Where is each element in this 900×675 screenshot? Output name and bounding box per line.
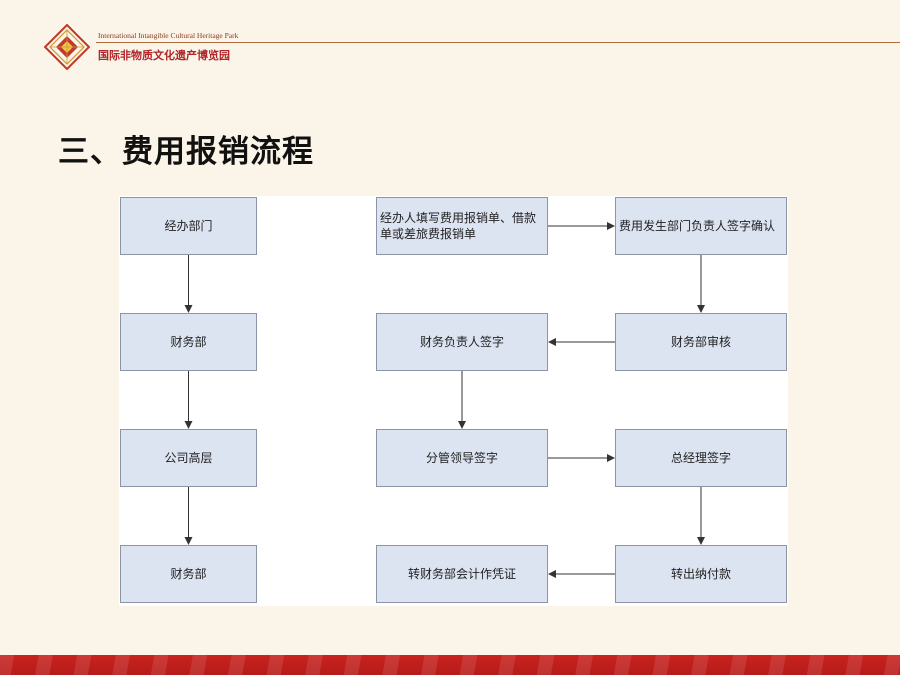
flow-node-division-leader-sign: 分管领导签字 [376, 429, 548, 487]
flow-node-finance-dept-final: 财务部 [120, 545, 257, 603]
flowchart-canvas: 经办部门 财务部 公司高层 财务部 经办人填写费用报销单、借款单或差旅费报销单 … [119, 196, 788, 606]
flow-node-fill-forms: 经办人填写费用报销单、借款单或差旅费报销单 [376, 197, 548, 255]
park-name-english: International Intangible Cultural Herita… [98, 31, 239, 40]
flow-node-finance-head-sign: 财务负责人签字 [376, 313, 548, 371]
footer-band [0, 655, 900, 675]
slide-title: 三、费用报销流程 [58, 134, 314, 170]
flow-node-finance-dept: 财务部 [120, 313, 257, 371]
flow-node-cashier-payment: 转出纳付款 [615, 545, 787, 603]
flow-node-dept-head-confirm: 费用发生部门负责人签字确认 [615, 197, 787, 255]
slide-header: International Intangible Cultural Herita… [0, 0, 900, 80]
flow-node-senior-management: 公司高层 [120, 429, 257, 487]
diamond-lattice-emblem-icon [44, 24, 90, 70]
park-name-chinese: 国际非物质文化遗产博览园 [98, 49, 230, 62]
flow-node-accounting-voucher: 转财务部会计作凭证 [376, 545, 548, 603]
flow-node-handling-dept: 经办部门 [120, 197, 257, 255]
flow-node-finance-review: 财务部审核 [615, 313, 787, 371]
header-divider [96, 42, 900, 43]
flow-node-gm-sign: 总经理签字 [615, 429, 787, 487]
footer-stripes [0, 655, 900, 675]
flowchart-connectors [184, 222, 705, 578]
